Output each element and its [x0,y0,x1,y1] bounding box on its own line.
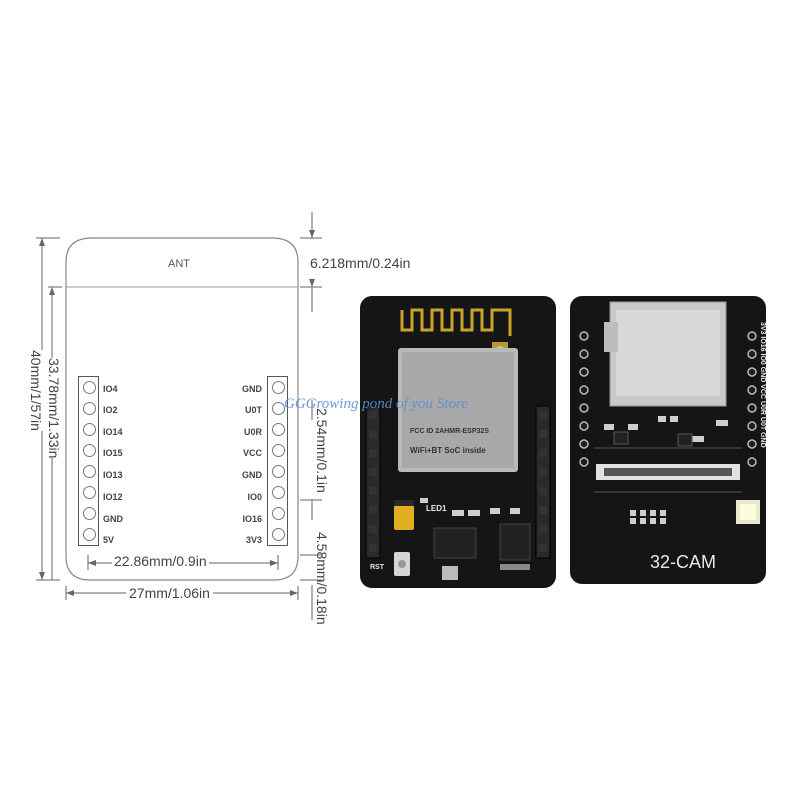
pin-hole [272,486,285,499]
pin-label-io16: IO16 [242,514,262,524]
dim-total-height: 40mm/1/57in [28,350,44,431]
pin-label-io13: IO13 [103,470,123,480]
pin-hole [272,381,285,394]
rst-label: RST [370,564,384,571]
ant-label: ANT [168,258,190,270]
back-board-artwork [579,301,760,524]
pin-label-u0r: U0R [243,427,262,437]
pin-label-io4: IO4 [103,384,118,394]
pin-hole [83,381,96,394]
pin-hole [83,486,96,499]
pin-hole [272,423,285,436]
pin-label-io12: IO12 [103,492,123,502]
dim-ant-height: 6.218mm/0.24in [310,255,411,271]
dim-bottom-margin: 4.58mm/0.18in [314,532,330,625]
pin-label-5v: 5V [103,535,115,545]
esp32-cam-back-board: 32-CAM 3V3 IO16 IO0 GND VCC U0R U0T GND [570,296,766,584]
pin-label-io14: IO14 [103,427,123,437]
back-pin-labels: 3V3 IO16 IO0 GND VCC U0R U0T GND [759,322,766,448]
pin-hole [83,444,96,457]
pin-hole [83,465,96,478]
module-fcc-text: FCC ID 2AHMR-ESP32S [410,428,489,435]
dim-header-span: 33.78mm/1.33in [46,358,62,459]
pin-hole [83,423,96,436]
module-soc-text: WiFi+BT SoC inside [410,446,486,455]
pin-label-vcc: VCC [242,448,262,458]
led-label: LED1 [426,504,447,513]
pin-label-io0: IO0 [247,492,262,502]
pin-label-u0t: U0T [244,405,262,415]
pin-label-gnd: GND [103,514,123,524]
pin-hole [272,402,285,415]
pin-hole [272,507,285,520]
back-board-name: 32-CAM [650,552,717,572]
dim-total-width: 27mm/1.06in [126,585,213,601]
store-watermark: GGGrowing pond of you Store [284,396,468,412]
pin-hole [83,507,96,520]
pin-label-3v3: 3V3 [245,535,262,545]
dim-pin-spacing-width: 22.86mm/0.9in [112,553,209,569]
pin-hole [272,444,285,457]
pin-label-gnd: GND [242,384,262,394]
pin-label-gnd: GND [242,470,262,480]
esp32-cam-front-board: FCC ID 2AHMR-ESP32S WiFi+BT SoC inside L… [360,296,556,588]
pin-label-io15: IO15 [103,448,123,458]
pin-hole [272,465,285,478]
front-board-artwork [365,308,551,580]
dim-pin-pitch: 2.54mm/0.1in [314,408,330,493]
left-pin-header [78,376,99,546]
pin-hole [272,528,285,541]
pin-hole [83,528,96,541]
pin-hole [83,402,96,415]
pin-label-io2: IO2 [103,405,118,415]
right-pin-header [267,376,288,546]
